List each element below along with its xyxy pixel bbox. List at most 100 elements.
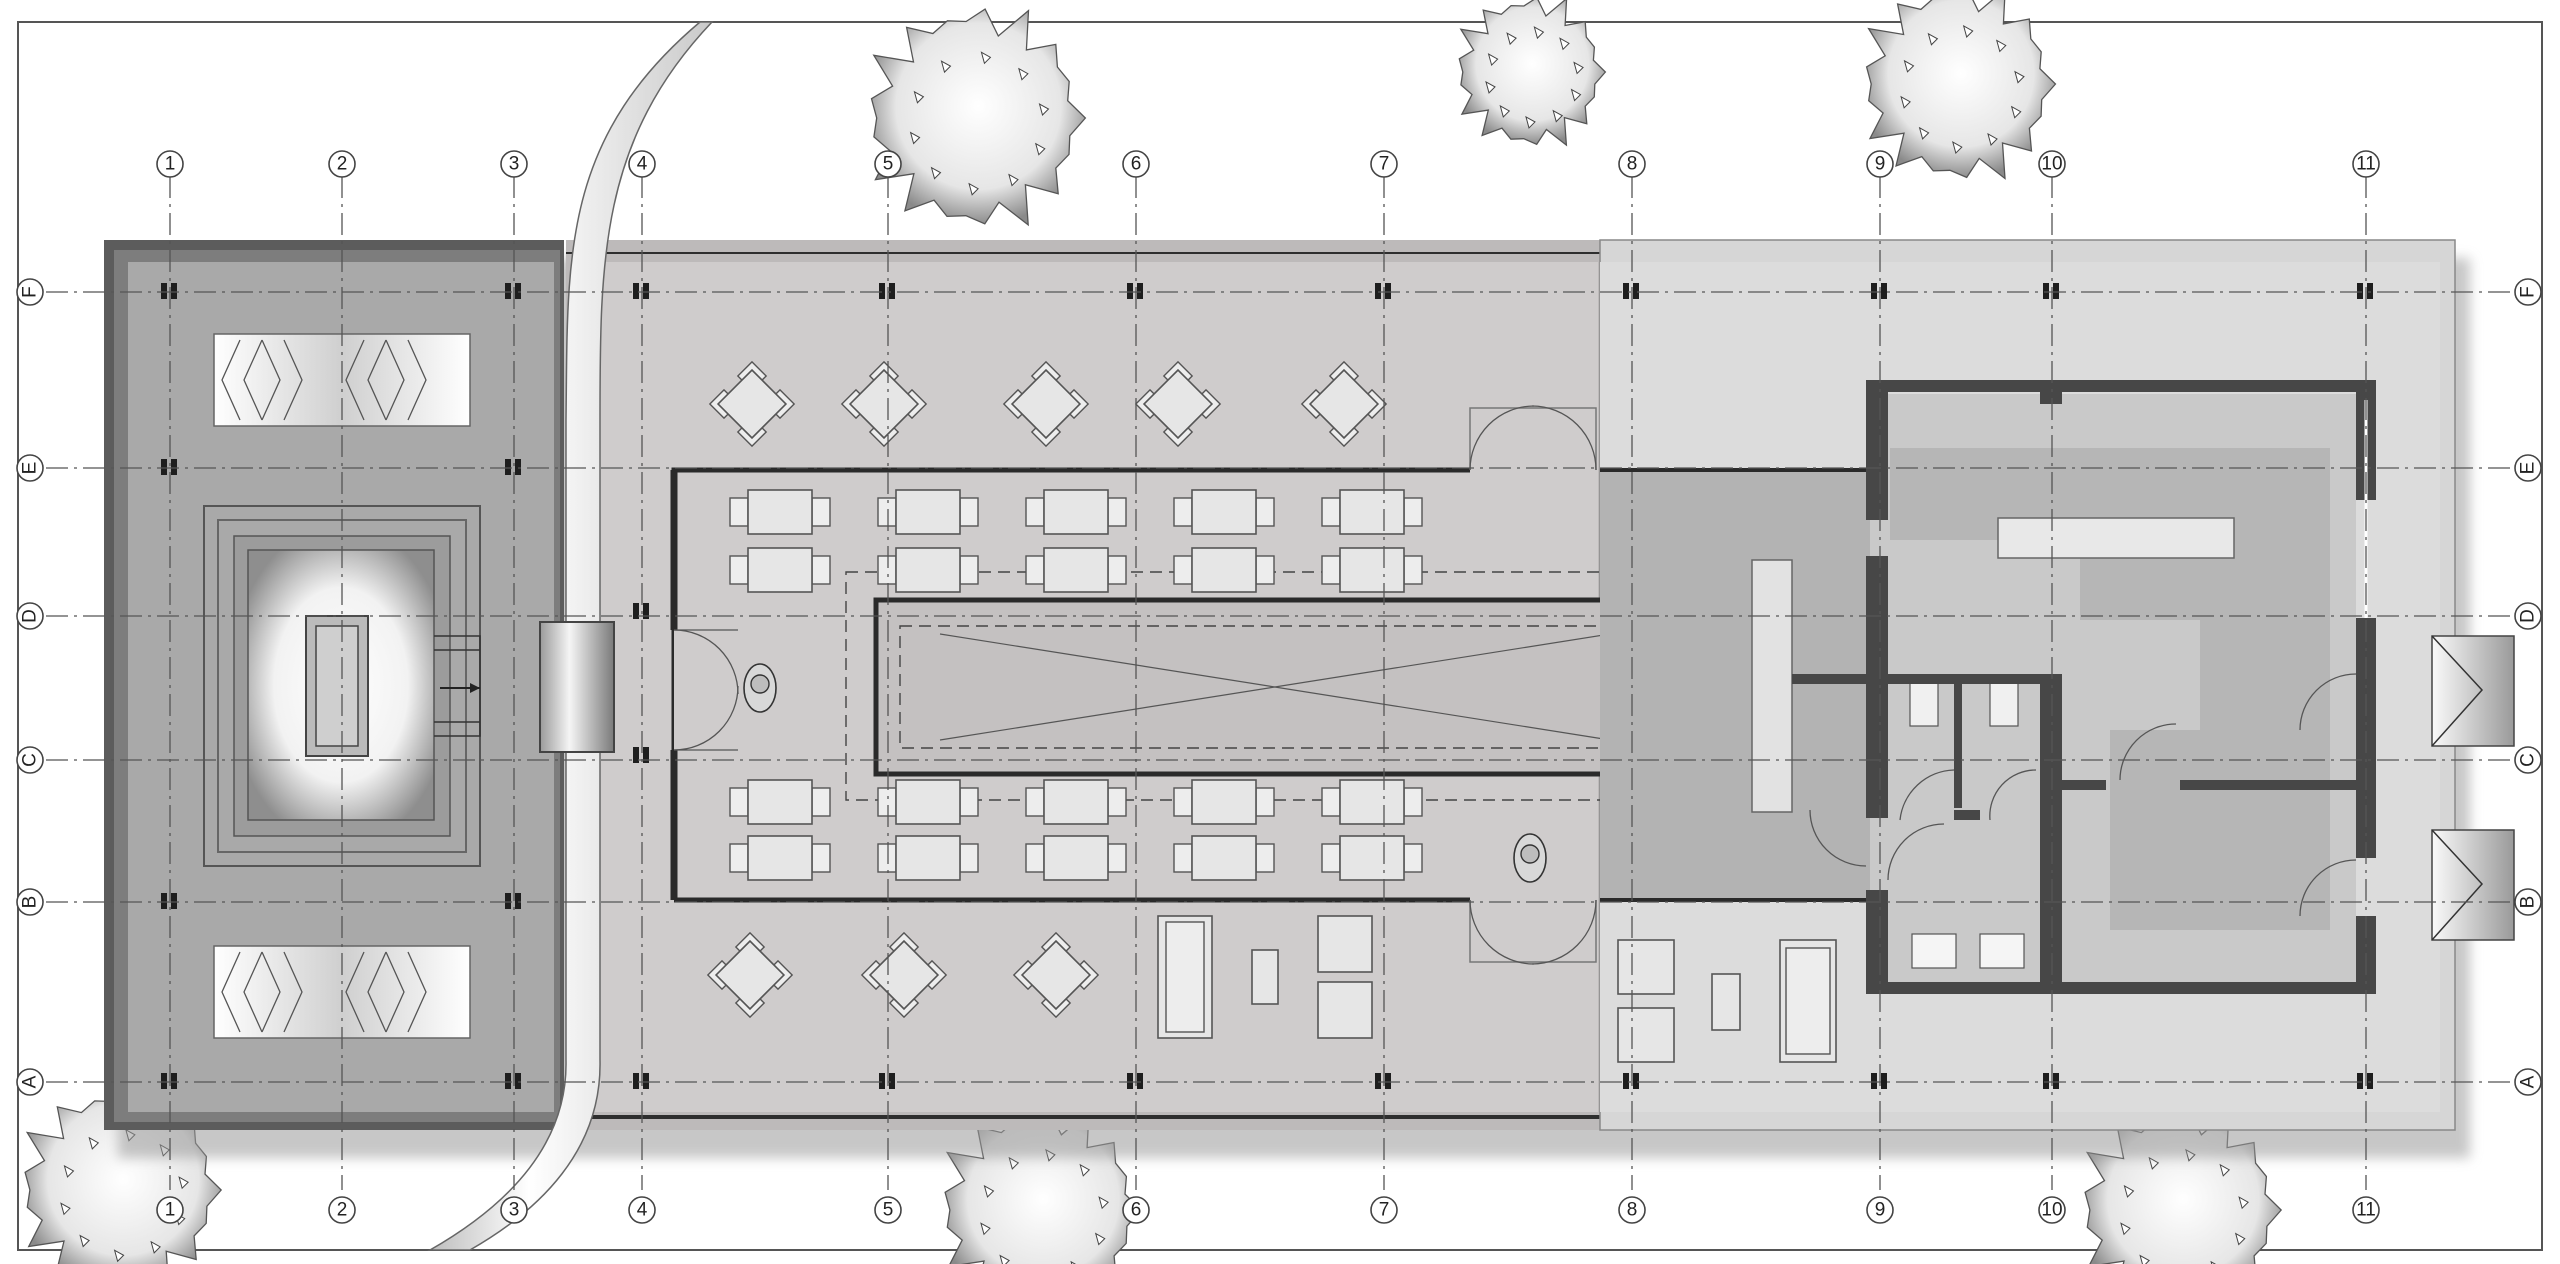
sofa-cushion <box>1165 921 1205 1033</box>
table-set <box>877 835 979 881</box>
tree-icon <box>1458 0 1607 147</box>
grid-label: D <box>20 609 41 623</box>
grid-label: C <box>20 753 41 767</box>
grid-bubble-bottom: 6 <box>1122 1196 1150 1224</box>
column-pair <box>1375 283 1391 299</box>
grid-label: 7 <box>1379 154 1390 175</box>
grid-label: 9 <box>1875 1200 1886 1221</box>
column-pair <box>2043 283 2059 299</box>
grid-bubble-top: 4 <box>628 150 656 178</box>
dining-furniture <box>706 360 1837 1063</box>
grid-label: 8 <box>1627 1200 1638 1221</box>
column-pair <box>2043 1073 2059 1089</box>
diamond-table-set <box>1300 360 1388 448</box>
column-pair <box>1127 1073 1143 1089</box>
grid-label: 11 <box>2356 1200 2376 1221</box>
table-set <box>877 779 979 825</box>
diamond-table-set <box>708 360 796 448</box>
table-set <box>1173 835 1275 881</box>
entrance-canopies <box>2431 635 2515 941</box>
grid-label: 1 <box>165 154 176 175</box>
grid-bubble-bottom: 9 <box>1866 1196 1894 1224</box>
grid-label: 3 <box>509 154 520 175</box>
table-set <box>729 779 831 825</box>
tree-icon <box>1865 0 2057 180</box>
grid-bubble-right: E <box>2514 454 2542 482</box>
column-pair <box>1127 283 1143 299</box>
coffee-table <box>1251 949 1279 1005</box>
grid-bubble-top: 3 <box>500 150 528 178</box>
diamond-table-set <box>706 931 794 1019</box>
grid-bubble-right: C <box>2514 746 2542 774</box>
diamond-table-set <box>1134 360 1222 448</box>
column-pair <box>1871 1073 1887 1089</box>
grid-bubble-left: B <box>16 888 44 916</box>
grid-bubble-top: 10 <box>2038 150 2066 178</box>
armchair <box>1317 915 1373 973</box>
grid-label: 3 <box>509 1200 520 1221</box>
column-pair <box>161 459 177 475</box>
column-pair <box>633 603 649 619</box>
grid-bubble-left: C <box>16 746 44 774</box>
table-set <box>729 489 831 535</box>
dining-hall <box>670 405 1597 965</box>
grid-bubble-bottom: 8 <box>1618 1196 1646 1224</box>
table-set <box>1173 779 1275 825</box>
grid-label: E <box>20 462 41 475</box>
grid-label: A <box>20 1075 41 1088</box>
diamond-table-set <box>860 931 948 1019</box>
grid-bubble-bottom: 2 <box>328 1196 356 1224</box>
grid-bubble-top: 11 <box>2352 150 2380 178</box>
column-pair <box>879 1073 895 1089</box>
diamond-table-set <box>1012 931 1100 1019</box>
table-set <box>729 547 831 593</box>
column-pair <box>2357 283 2373 299</box>
grid-bubble-right: A <box>2514 1068 2542 1096</box>
table-set <box>877 489 979 535</box>
column-pair <box>633 283 649 299</box>
grid-label: 6 <box>1131 154 1142 175</box>
grid-label: D <box>2518 609 2539 623</box>
column-pair <box>633 1073 649 1089</box>
column-pair <box>633 747 649 763</box>
grid-bubble-bottom: 5 <box>874 1196 902 1224</box>
grid-label: 6 <box>1131 1200 1142 1221</box>
grid-bubble-top: 1 <box>156 150 184 178</box>
grid-label: 1 <box>165 1200 176 1221</box>
column-pair <box>505 283 521 299</box>
grid-label: E <box>2518 462 2539 475</box>
grid-bubble-bottom: 7 <box>1370 1196 1398 1224</box>
grid-bubble-right: F <box>2514 278 2542 306</box>
table-set <box>1321 779 1423 825</box>
grid-label: 2 <box>337 154 348 175</box>
column-pair <box>505 893 521 909</box>
armchair <box>1617 939 1675 995</box>
column-pair <box>161 1073 177 1089</box>
column-pair <box>505 1073 521 1089</box>
grid-bubble-left: E <box>16 454 44 482</box>
table-set <box>1025 835 1127 881</box>
grid-bubble-right: B <box>2514 888 2542 916</box>
grid-bubble-left: F <box>16 278 44 306</box>
table-set <box>1321 547 1423 593</box>
table-set <box>1321 489 1423 535</box>
grid-bubble-top: 9 <box>1866 150 1894 178</box>
person-figure <box>743 663 777 713</box>
grid-label: 9 <box>1875 154 1886 175</box>
grid-bubble-right: D <box>2514 602 2542 630</box>
sofa-cushion <box>1785 947 1831 1055</box>
grid-bubble-bottom: 10 <box>2038 1196 2066 1224</box>
grid-bubble-top: 6 <box>1122 150 1150 178</box>
column-pair <box>161 893 177 909</box>
grid-label: 10 <box>2041 154 2062 175</box>
armchair <box>1617 1007 1675 1063</box>
coffee-table <box>1711 973 1741 1031</box>
grid-label: A <box>2518 1075 2539 1088</box>
grid-label: F <box>20 286 41 298</box>
grid-label: 4 <box>637 1200 648 1221</box>
grid-label: B <box>20 896 41 909</box>
grid-bubble-bottom: 1 <box>156 1196 184 1224</box>
service-building <box>1600 380 2376 994</box>
